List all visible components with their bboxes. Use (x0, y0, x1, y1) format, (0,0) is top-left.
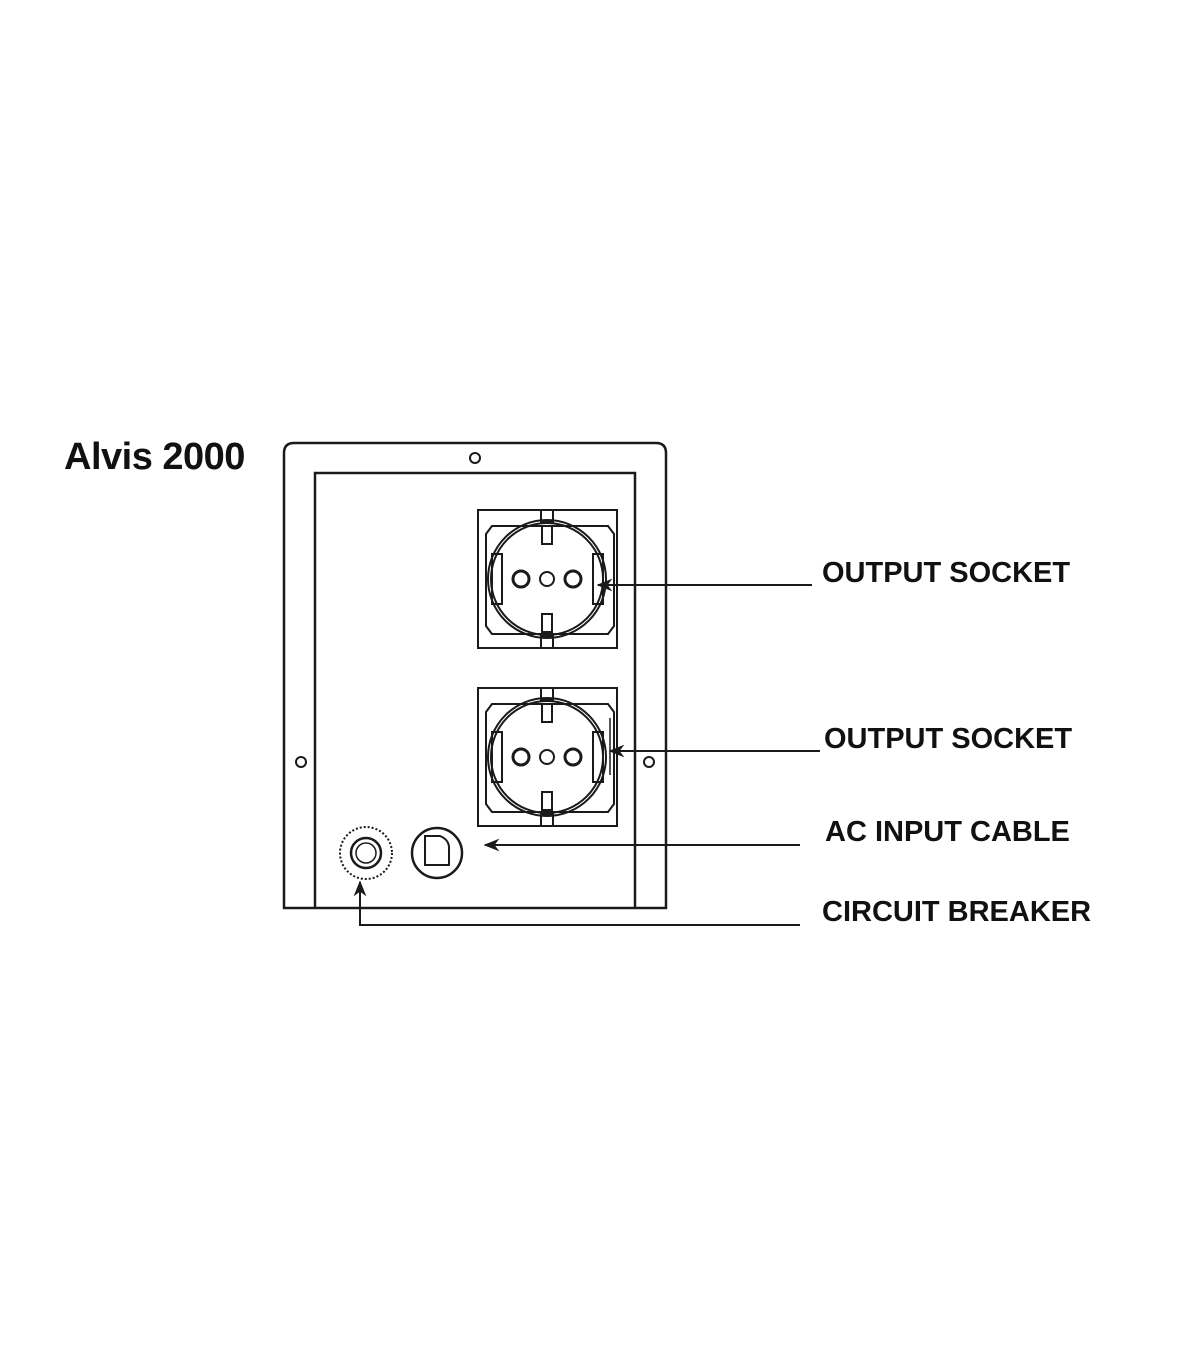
model-title: Alvis 2000 (64, 436, 245, 478)
label-circuit-breaker: CIRCUIT BREAKER (822, 896, 1092, 928)
ac-input-cable-icon (410, 826, 464, 880)
output-socket-top-icon (476, 508, 619, 650)
ups-inner-panel (313, 471, 637, 908)
ups-outer-housing (282, 441, 668, 910)
circuit-breaker-icon (339, 826, 393, 880)
label-output-socket-2: OUTPUT SOCKET (824, 723, 1073, 755)
arrow-circuit-breaker (353, 880, 800, 926)
label-output-socket-1: OUTPUT SOCKET (822, 557, 1071, 589)
output-socket-bottom-icon (476, 686, 619, 828)
label-ac-input-cable: AC INPUT CABLE (825, 816, 1070, 848)
screw-top-icon (469, 452, 481, 464)
screw-left-icon (295, 756, 307, 768)
screw-right-icon (643, 756, 655, 768)
